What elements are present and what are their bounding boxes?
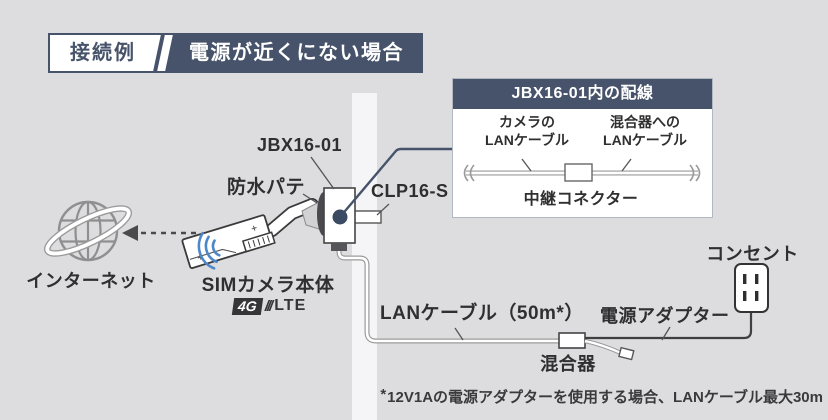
callout-title: JBX16-01内の配線	[453, 79, 712, 109]
callout-camera-cable-label: カメラの LANケーブル	[485, 114, 569, 149]
mixer-shape	[558, 332, 586, 349]
junction-box-shape	[323, 187, 356, 244]
footnote-star: *	[380, 386, 387, 403]
outlet-icon	[734, 263, 769, 313]
junction-box-label: JBX16-01	[257, 135, 343, 155]
sim-camera-icon	[181, 214, 276, 269]
wifi-waves-icon	[197, 231, 221, 270]
internet-globe-icon	[43, 200, 133, 262]
waterproof-putty-shape	[301, 192, 331, 236]
callout-connector-label: 中継コネクター	[523, 191, 639, 208]
4g-lte-badge: 4G /// LTE	[231, 297, 307, 315]
callout-mixer-cable-label: 混合器への LANケーブル	[603, 114, 687, 149]
clamp-label: CLP16-S	[371, 181, 449, 201]
banner: 接続例 電源が近くにない場合	[48, 33, 423, 73]
power-adapter-label: 電源アダプター	[600, 306, 730, 326]
junction-box-gland	[331, 243, 347, 251]
putty-label: 防水パテ	[227, 177, 306, 198]
banner-title: 電源が近くにない場合	[189, 42, 404, 64]
lan-cable-label: LANケーブル（50m*）	[380, 303, 584, 324]
outlet-label: コンセント	[706, 244, 799, 264]
wall	[352, 93, 377, 420]
mixer-label: 混合器	[540, 354, 596, 374]
banner-tag: 接続例	[70, 42, 136, 64]
signal-arrow	[122, 225, 196, 241]
footnote: *12V1Aの電源アダプターを使用する場合、LANケーブル最大30m	[380, 386, 823, 407]
4g-badge: 4G	[231, 297, 263, 315]
camera-arm	[265, 198, 319, 237]
footnote-text: 12V1Aの電源アダプターを使用する場合、LANケーブル最大30m	[387, 389, 823, 406]
lte-text: LTE	[274, 297, 307, 314]
junction-box-dot	[332, 209, 348, 225]
badge-slashes: ///	[264, 297, 273, 315]
callout-box: JBX16-01内の配線 カメラの LANケーブル 混合器への LANケーブル …	[452, 78, 713, 218]
internet-label: インターネット	[26, 271, 156, 291]
camera-label: SIMカメラ本体	[201, 275, 335, 296]
